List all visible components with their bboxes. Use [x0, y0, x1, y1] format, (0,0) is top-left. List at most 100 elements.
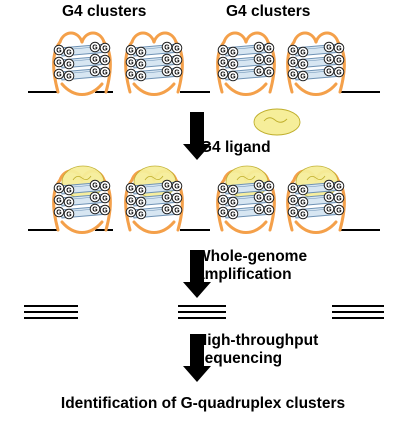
guanine-bead: G — [253, 41, 265, 53]
guanine-bead: G — [253, 53, 265, 65]
guanine-bead: G — [227, 208, 239, 220]
guanine-letter: G — [66, 74, 72, 81]
guanine-circle — [125, 56, 137, 68]
guanine-circle — [63, 184, 75, 196]
guanine-bead: G — [297, 58, 309, 70]
guanine-letter: G — [128, 60, 134, 67]
guanine-bead: G — [53, 182, 65, 194]
guanine-letter: G — [230, 188, 236, 195]
guanine-bead: G — [99, 54, 111, 66]
guanine-bead: G — [63, 46, 75, 58]
guanine-letter: G — [300, 62, 306, 69]
guanine-letter: G — [92, 69, 98, 76]
guanine-letter: G — [336, 70, 342, 77]
guanine-circle — [333, 42, 345, 54]
guanine-circle — [135, 70, 147, 82]
guanine-letter: G — [326, 207, 332, 214]
guanine-circle — [99, 54, 111, 66]
guanine-letter: G — [92, 195, 98, 202]
loop-top-right — [314, 31, 340, 44]
guanine-letter: G — [336, 184, 342, 191]
guanine-letter: G — [230, 62, 236, 69]
guanine-bead: G — [263, 66, 275, 78]
guanine-circle — [171, 192, 183, 204]
guanine-bead: G — [53, 44, 65, 56]
guanine-letter: G — [266, 70, 272, 77]
guanine-bead: G — [323, 203, 335, 215]
guanine-letter: G — [230, 74, 236, 81]
guanine-circle — [53, 44, 65, 56]
ligand-texture — [144, 175, 164, 181]
guanine-circle — [217, 206, 229, 218]
guanine-bead: G — [253, 203, 265, 215]
guanine-circle — [171, 180, 183, 192]
guanine-circle — [135, 208, 147, 220]
guanine-circle — [263, 54, 275, 66]
amplified-fragment-stack — [24, 305, 78, 319]
guanine-letter: G — [92, 57, 98, 64]
loop-top-left — [292, 31, 318, 44]
guanine-letter: G — [266, 208, 272, 215]
process-arrow — [183, 250, 211, 298]
loop-top-right — [152, 31, 178, 44]
guanine-circle — [227, 58, 239, 70]
guanine-bead: G — [171, 42, 183, 54]
guanine-letter: G — [230, 200, 236, 207]
guanine-letter: G — [220, 72, 226, 79]
guanine-letter: G — [66, 200, 72, 207]
guanine-bead: G — [161, 41, 173, 53]
guanine-circle — [297, 58, 309, 70]
guanine-bead: G — [333, 42, 345, 54]
guanine-bead: G — [297, 184, 309, 196]
guanine-circle — [263, 204, 275, 216]
guanine-bead: G — [323, 41, 335, 53]
guanine-bead: G — [287, 56, 299, 68]
guanine-bead: G — [217, 44, 229, 56]
guanine-bead: G — [297, 46, 309, 58]
guanine-letter: G — [92, 45, 98, 52]
guanine-bead: G — [63, 196, 75, 208]
guanine-letter: G — [102, 184, 108, 191]
guanine-bead: G — [63, 70, 75, 82]
guanine-bead: G — [89, 41, 101, 53]
guanine-letter: G — [174, 196, 180, 203]
guanine-bead: G — [161, 179, 173, 191]
guanine-bead: G — [135, 46, 147, 58]
guanine-letter: G — [266, 184, 272, 191]
guanine-letter: G — [220, 48, 226, 55]
guanine-circle — [227, 184, 239, 196]
guanine-letter: G — [266, 46, 272, 53]
guanine-circle — [53, 56, 65, 68]
guanine-bead: G — [125, 44, 137, 56]
guanine-bead: G — [263, 192, 275, 204]
guanine-circle — [125, 68, 137, 80]
guanine-circle — [333, 54, 345, 66]
guanine-bead: G — [171, 192, 183, 204]
guanine-circle — [63, 70, 75, 82]
loop-top-right — [244, 31, 270, 44]
guanine-letter: G — [138, 212, 144, 219]
guanine-circle — [171, 42, 183, 54]
guanine-bead: G — [217, 56, 229, 68]
guanine-letter: G — [220, 198, 226, 205]
guanine-circle — [297, 46, 309, 58]
guanine-circle — [227, 70, 239, 82]
guanine-bead: G — [135, 184, 147, 196]
guanine-circle — [125, 182, 137, 194]
guanine-letter: G — [266, 196, 272, 203]
guanine-bead: G — [89, 203, 101, 215]
guanine-bead: G — [161, 65, 173, 77]
guanine-bead: G — [53, 206, 65, 218]
guanine-bead: G — [125, 68, 137, 80]
guanine-letter: G — [326, 57, 332, 64]
guanine-letter: G — [128, 210, 134, 217]
guanine-circle — [171, 54, 183, 66]
guanine-bead: G — [171, 66, 183, 78]
guanine-circle — [217, 44, 229, 56]
guanine-bead: G — [53, 194, 65, 206]
